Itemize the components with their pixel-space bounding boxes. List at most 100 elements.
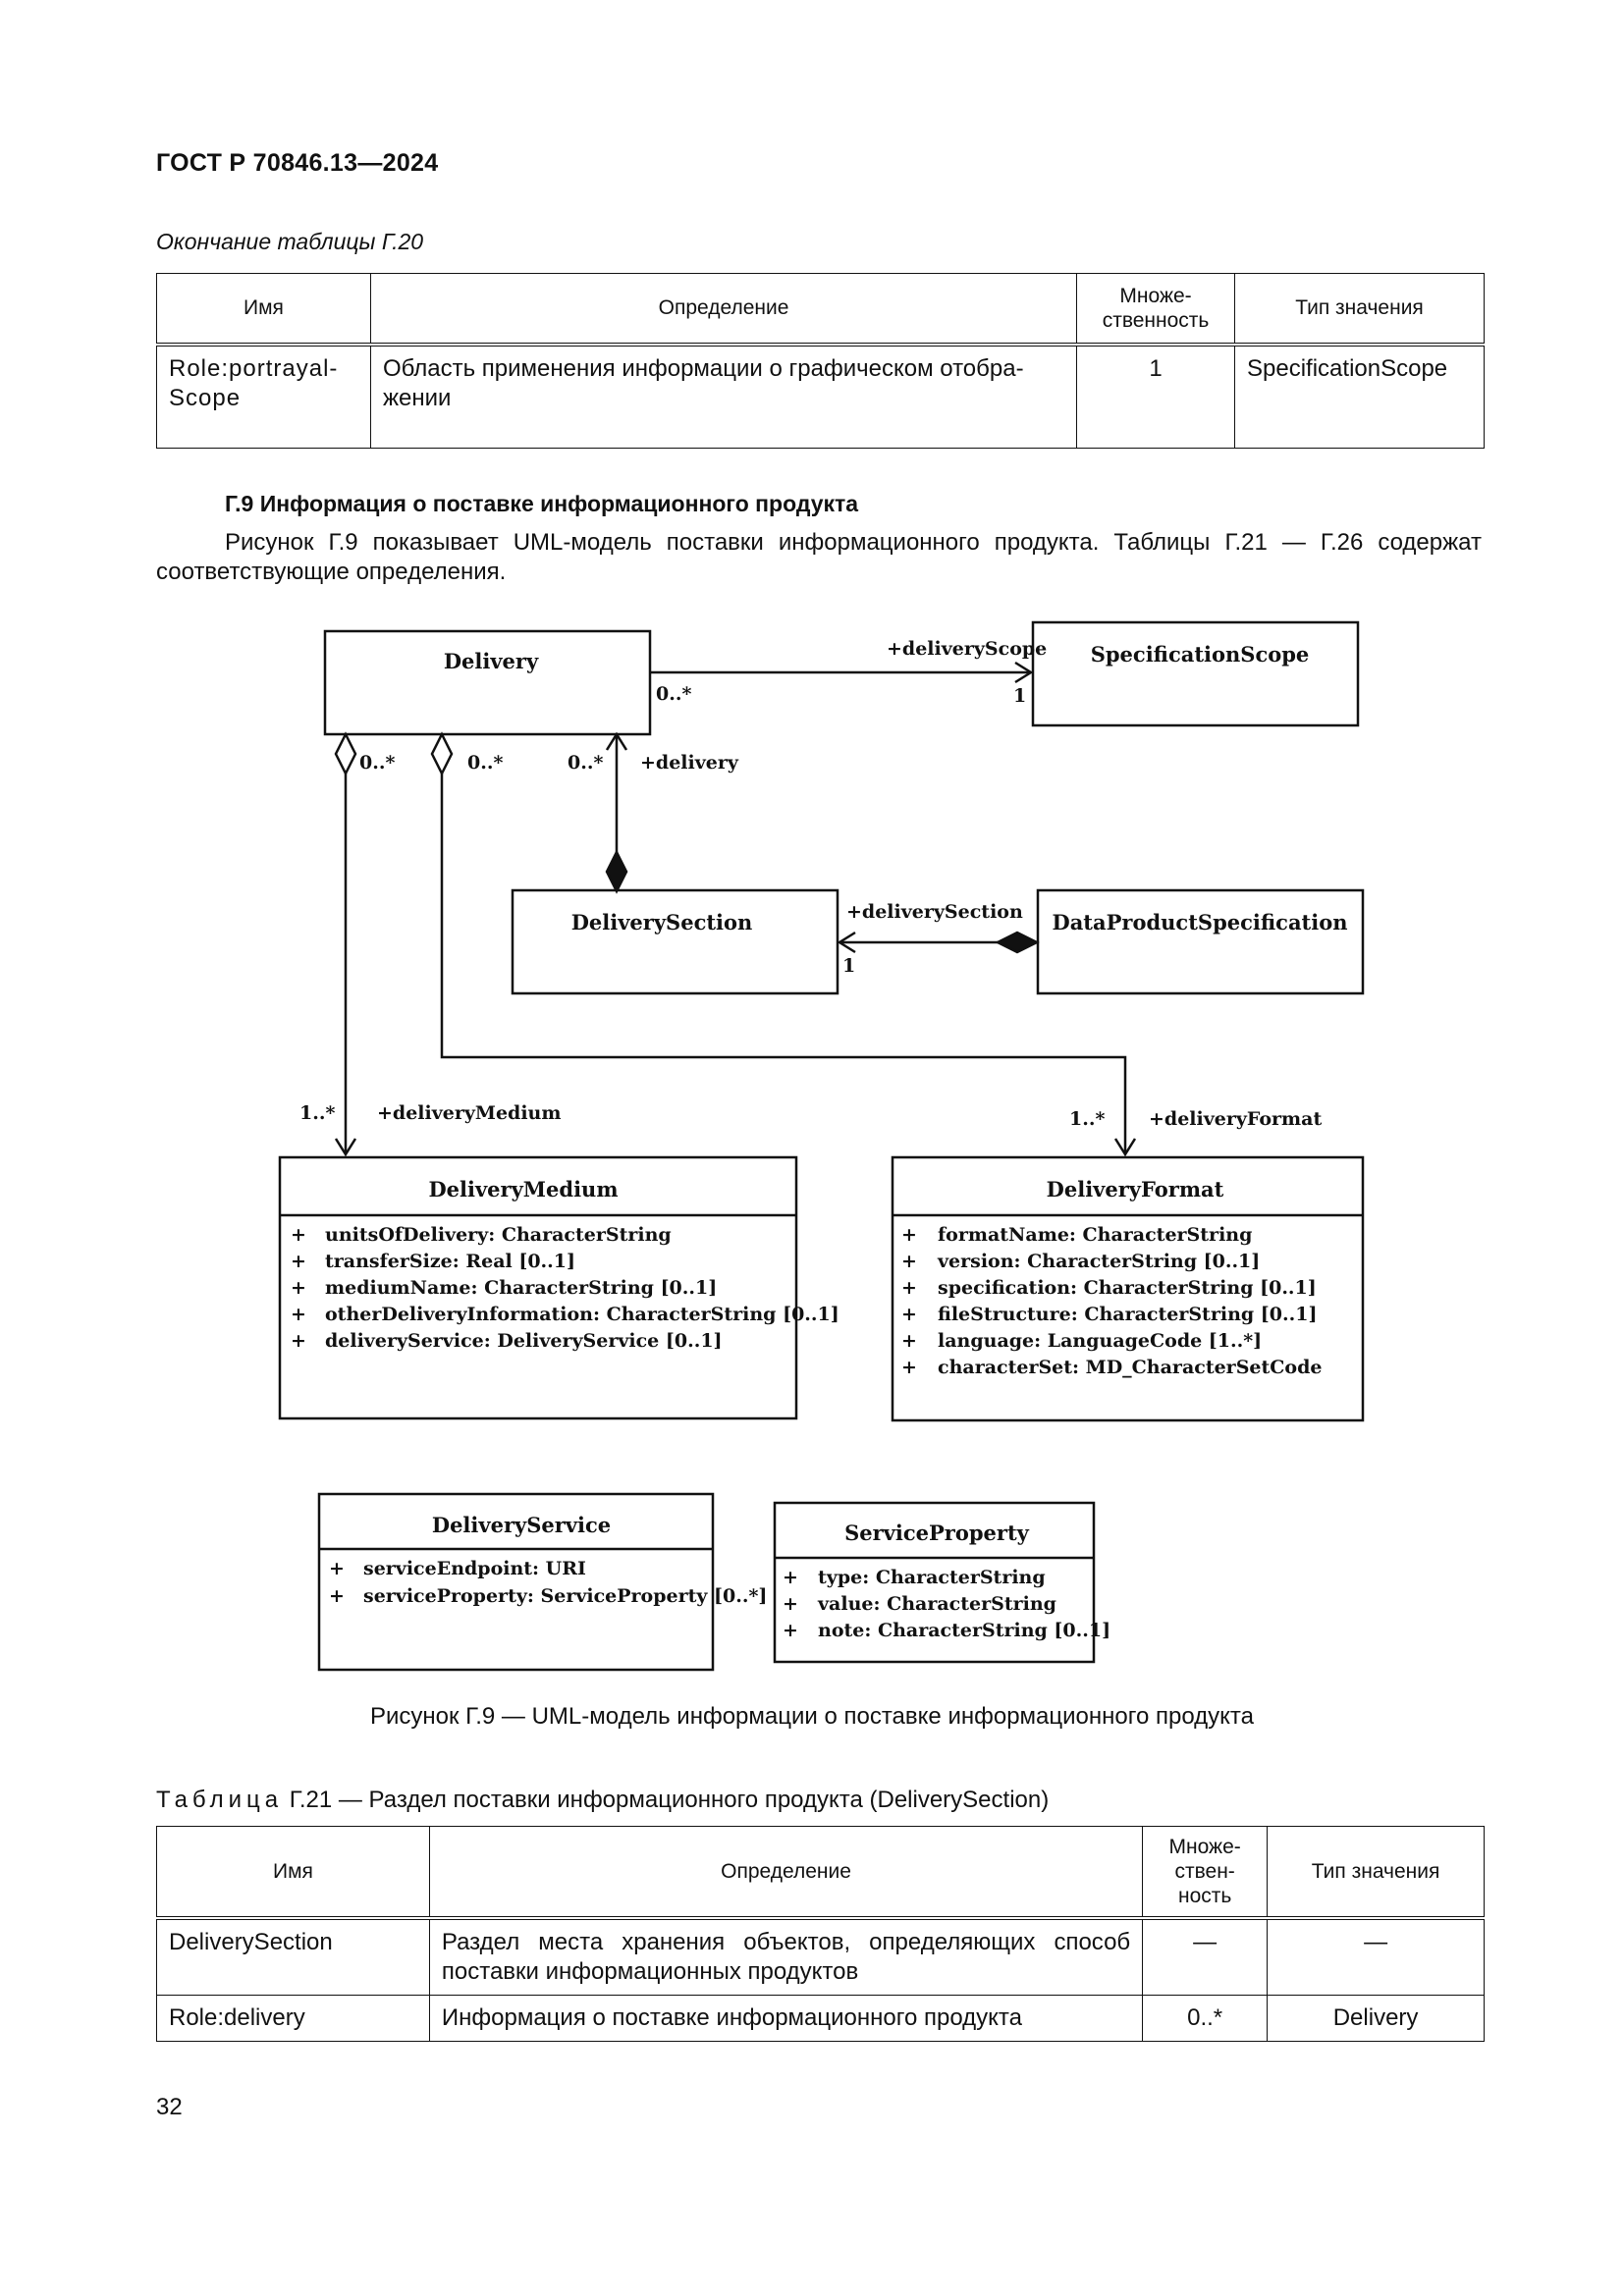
visibility-marker: + (329, 1585, 345, 1607)
class-name-delivery: Delivery (444, 649, 539, 673)
header-name: Имя (156, 273, 371, 347)
role-label-delivery-section: +deliverySection (846, 901, 1023, 923)
cell-name: DeliverySection (156, 1917, 430, 1996)
class-box-delivery-section (511, 888, 839, 995)
cell-multiplicity: 1 (1076, 344, 1236, 449)
class-box-data-product-specification (1036, 888, 1365, 995)
header-value-type: Тип значения (1267, 1826, 1485, 1920)
class-name-delivery-section: DeliverySection (571, 910, 753, 934)
class-name-specification-scope: SpecificationScope (1091, 642, 1310, 667)
attribute-list-service-property: + + + type: CharacterString value: Chara… (783, 1567, 1110, 1641)
document-title: ГОСТ Р 70846.13—2024 (156, 149, 439, 177)
multiplicity-label: 1 (1013, 685, 1026, 707)
visibility-marker: + (783, 1593, 798, 1615)
visibility-marker: + (901, 1304, 917, 1325)
visibility-marker: + (291, 1330, 306, 1352)
table-caption-text: Г.21 — Раздел поставки информационного п… (289, 1787, 1050, 1813)
arrow-head (1113, 1138, 1137, 1157)
visibility-marker: + (901, 1277, 917, 1299)
class-box-delivery (323, 629, 652, 736)
attribute: deliveryService: DeliveryService [0..1] (325, 1330, 723, 1352)
role-label-delivery-scope: +deliveryScope (887, 638, 1047, 660)
attribute: transferSize: Real [0..1] (325, 1251, 575, 1272)
role-label-delivery-format: +deliveryFormat (1149, 1108, 1322, 1130)
figure-caption: Рисунок Г.9 — UML-модель информации о по… (369, 1703, 1254, 1730)
cell-value-type: — (1267, 1917, 1485, 1996)
cell-multiplicity: — (1142, 1917, 1269, 1996)
header-multiplicity: Множе- ственность (1076, 273, 1236, 347)
composition-diamond (995, 931, 1040, 954)
visibility-marker: + (783, 1567, 798, 1588)
table-continuation-caption: Окончание таблицы Г.20 (156, 229, 424, 254)
attribute: serviceEndpoint: URI (363, 1558, 586, 1579)
class-name-service-property: ServiceProperty (844, 1521, 1030, 1545)
role-label-delivery-medium: +deliveryMedium (377, 1102, 561, 1124)
attribute: otherDeliveryInformation: CharacterStrin… (325, 1304, 839, 1325)
visibility-marker: + (901, 1357, 917, 1378)
attribute: version: CharacterString [0..1] (937, 1251, 1260, 1272)
attribute: type: CharacterString (818, 1567, 1046, 1588)
cell-value-type: Delivery (1267, 1995, 1485, 2042)
table-caption: Таблица Г.21 — Раздел поставки информаци… (156, 1787, 1049, 1814)
attribute: characterSet: MD_CharacterSetCode (938, 1357, 1322, 1378)
multiplicity-label: 0..* (467, 752, 503, 774)
attribute-list-delivery-service: + + serviceEndpoint: URI serviceProperty… (329, 1558, 767, 1607)
attribute: serviceProperty: ServiceProperty [0..*] (363, 1585, 767, 1607)
cell-definition: Область применения информации о графичес… (369, 344, 1078, 449)
class-name-delivery-format: DeliveryFormat (1047, 1177, 1224, 1201)
class-box-delivery-medium (278, 1155, 798, 1420)
attribute-list-delivery-format: + + + + + + formatName: CharacterString … (901, 1224, 1322, 1378)
visibility-marker: + (901, 1330, 917, 1352)
visibility-marker: + (291, 1277, 306, 1299)
multiplicity-label: 0..* (568, 752, 603, 774)
multiplicity-label: 0..* (359, 752, 395, 774)
association-delivery-format (440, 774, 1127, 1154)
table-caption-prefix: Таблица (156, 1787, 284, 1813)
attribute: value: CharacterString (817, 1593, 1056, 1615)
attribute: unitsOfDelivery: CharacterString (325, 1224, 672, 1246)
uml-diagram: Delivery SpecificationScope DeliverySect… (278, 620, 1365, 1672)
table-header-row: Имя Определение Множе- ствен- ность Тип … (156, 1826, 1485, 1920)
header-definition: Определение (428, 1826, 1144, 1920)
arrow-head (605, 731, 628, 751)
composition-diamond (605, 849, 628, 894)
arrow-head (1014, 661, 1034, 684)
visibility-marker: + (291, 1304, 306, 1325)
cell-definition: Информация о поставке информационного пр… (428, 1995, 1144, 2042)
class-box-specification-scope (1031, 620, 1360, 727)
table-header-row: Имя Определение Множе- ственность Тип зн… (156, 273, 1485, 347)
section-paragraph: Рисунок Г.9 показывает UML-модель постав… (156, 529, 1482, 585)
class-box-service-property (773, 1501, 1096, 1664)
arrow-head (334, 1138, 357, 1157)
multiplicity-label: 1..* (1069, 1108, 1105, 1130)
arrow-head (837, 931, 856, 954)
cell-definition: Раздел места хранения объектов, определя… (428, 1917, 1144, 1996)
attribute: note: CharacterString [0..1] (818, 1620, 1110, 1641)
visibility-marker: + (783, 1620, 798, 1641)
cell-name: Role:delivery (156, 1995, 430, 2042)
visibility-marker: + (901, 1224, 917, 1246)
cell-multiplicity: 0..* (1142, 1995, 1269, 2042)
attribute: fileStructure: CharacterString [0..1] (938, 1304, 1317, 1325)
attribute: formatName: CharacterString (938, 1224, 1252, 1246)
page-number: 32 (156, 2094, 183, 2120)
attribute: mediumName: CharacterString [0..1] (325, 1277, 717, 1299)
aggregation-diamond (430, 731, 454, 776)
table-g20: Имя Определение Множе- ственность Тип зн… (156, 273, 1485, 449)
multiplicity-label: 1..* (299, 1102, 335, 1124)
visibility-marker: + (329, 1558, 345, 1579)
multiplicity-label: 1 (842, 955, 855, 977)
visibility-marker: + (291, 1251, 306, 1272)
header-definition: Определение (369, 273, 1078, 347)
role-label-delivery: +delivery (640, 752, 739, 774)
cell-value-type: SpecificationScope (1234, 344, 1485, 449)
class-name-delivery-service: DeliveryService (432, 1513, 611, 1537)
class-box-delivery-service (317, 1492, 715, 1672)
aggregation-diamond (334, 731, 357, 776)
visibility-marker: + (291, 1224, 306, 1246)
table-row: Role:delivery Информация о поставке инфо… (156, 1995, 1485, 2042)
multiplicity-label: 0..* (656, 683, 691, 705)
header-value-type: Тип значения (1234, 273, 1485, 347)
section-heading: Г.9 Информация о поставке информационног… (225, 491, 859, 516)
header-name: Имя (156, 1826, 430, 1920)
